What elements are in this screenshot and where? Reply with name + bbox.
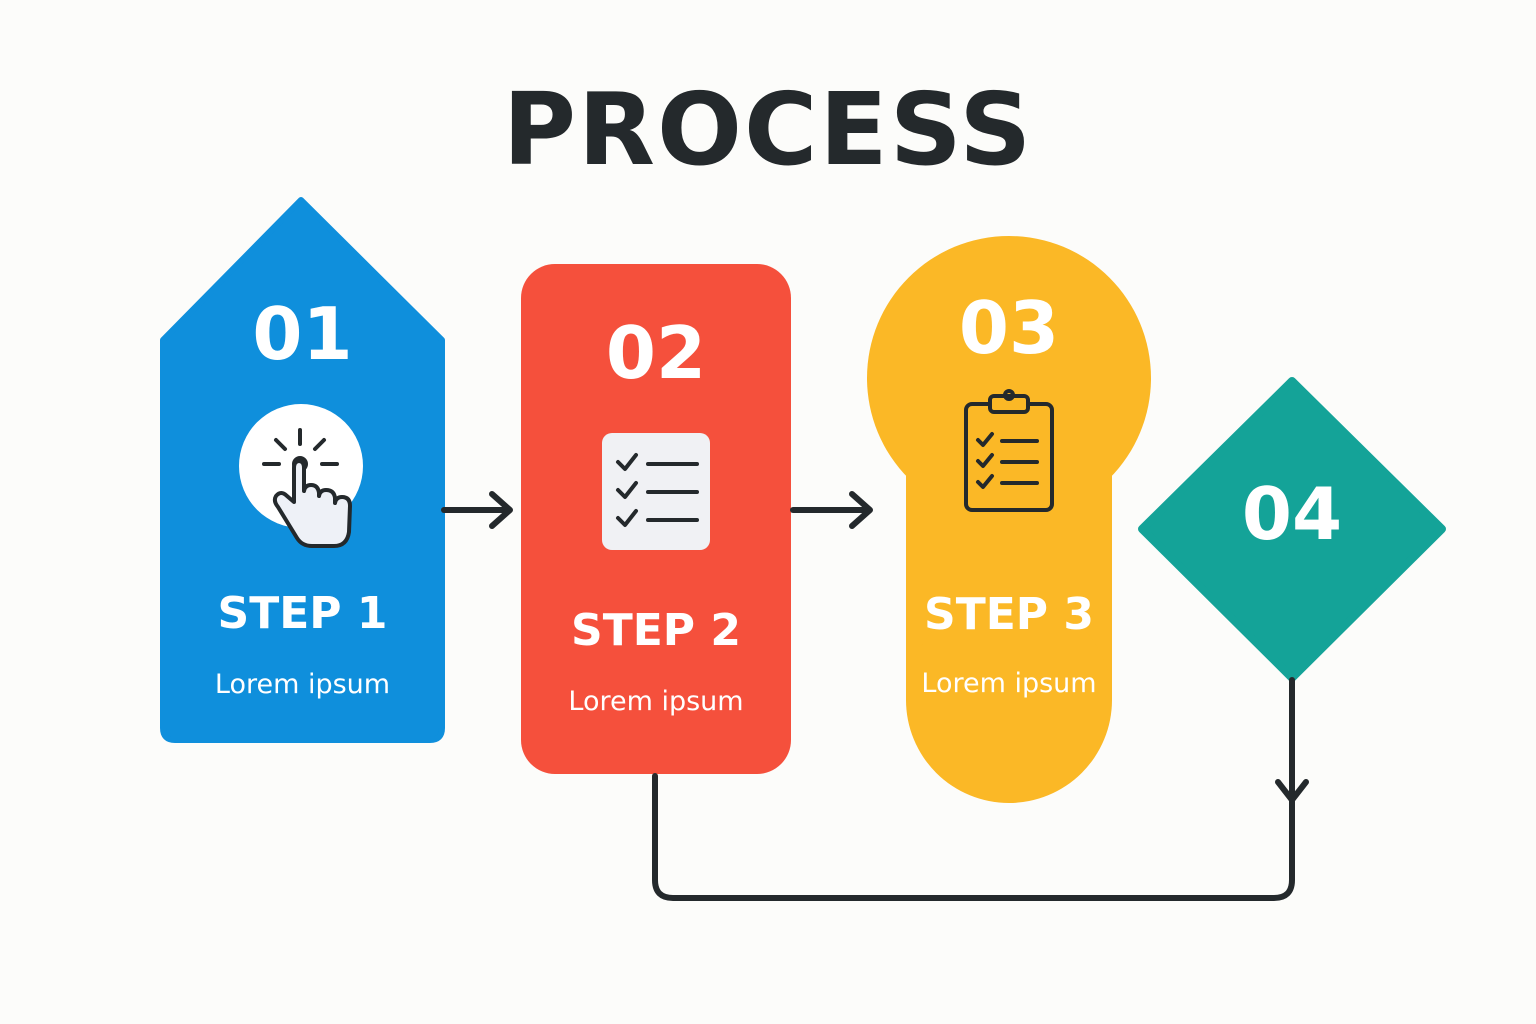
clipboard-checklist-icon bbox=[964, 389, 1054, 512]
hand-click-icon bbox=[239, 404, 363, 548]
arrow-step2-to-step3 bbox=[790, 491, 873, 529]
step-3-number: 03 bbox=[958, 286, 1060, 370]
loop-arrowhead bbox=[1275, 779, 1309, 803]
page-title: PROCESS bbox=[502, 71, 1034, 188]
loop-connector bbox=[652, 677, 1295, 901]
step-2-label: STEP 2 bbox=[571, 605, 741, 656]
step-1-label: STEP 1 bbox=[217, 588, 388, 639]
step-2-description: Lorem ipsum bbox=[568, 686, 744, 717]
step-1-number: 01 bbox=[252, 292, 353, 376]
checklist-icon bbox=[602, 433, 710, 550]
step-3-description: Lorem ipsum bbox=[921, 668, 1097, 699]
step-3-shape bbox=[867, 236, 1151, 803]
connector-arrows bbox=[441, 491, 1309, 901]
step-3-label: STEP 3 bbox=[924, 589, 1094, 640]
arrow-step1-to-step2 bbox=[441, 491, 513, 529]
step-2-number: 02 bbox=[605, 311, 707, 395]
step-4-number: 04 bbox=[1241, 472, 1343, 556]
step-1-description: Lorem ipsum bbox=[214, 669, 391, 700]
